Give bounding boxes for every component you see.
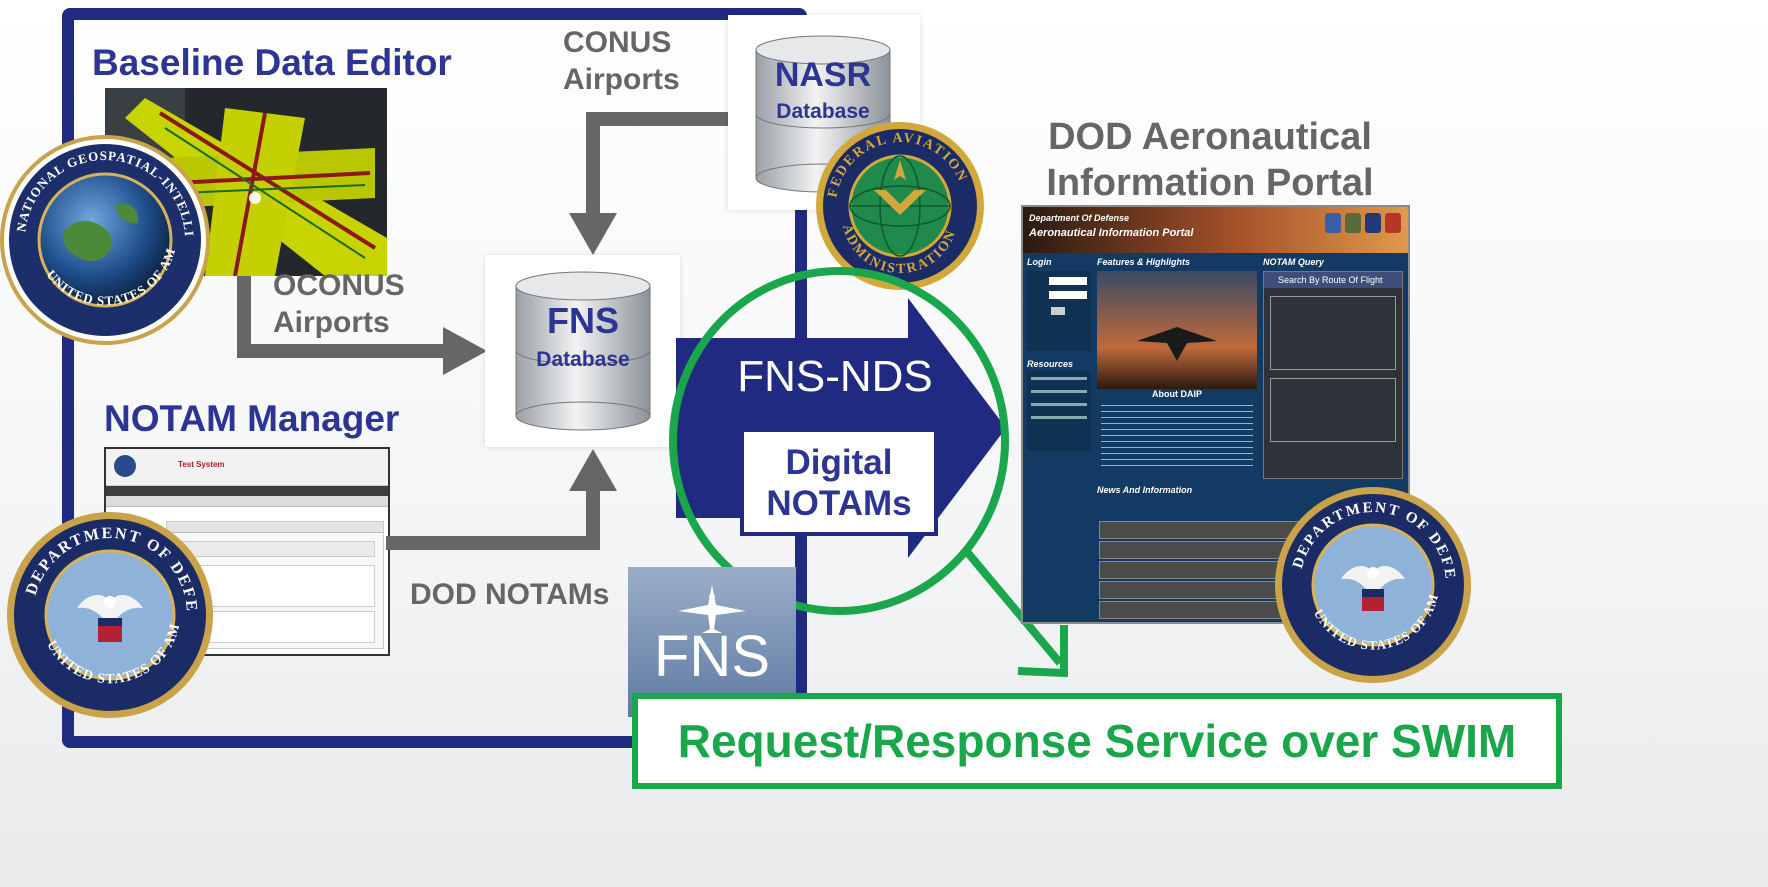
oconus-arrow-shaft-v [237, 276, 251, 358]
conus-label: CONUS Airports [563, 26, 680, 96]
portal-about: About DAIP [1152, 389, 1202, 399]
fns-label-1: FNS [547, 300, 619, 341]
highlight-circle [669, 267, 1009, 615]
conus-arrow-shaft-v [586, 112, 600, 218]
notam-app-title: Test System [178, 460, 225, 469]
oconus-label: OCONUS Airports [273, 269, 405, 339]
conus-arrow-shaft-h [586, 112, 756, 126]
conus-arrow-head [569, 213, 617, 255]
portal-header-line1: Department Of Defense [1029, 213, 1130, 223]
portal-col-login: Login [1027, 257, 1052, 267]
dod-notams-arrow-shaft-h [386, 536, 600, 550]
nasr-label-1: NASR [774, 56, 872, 94]
dod-notams-label: DOD NOTAMs [410, 578, 610, 611]
digital-notams-label: Digital NOTAMs [766, 443, 912, 524]
digital-notams-box: Digital NOTAMs [740, 428, 938, 536]
dod-notams-arrow-head [569, 449, 617, 491]
dod-notams-arrow-shaft-v [586, 486, 600, 550]
nga-seal: NATIONAL GEOSPATIAL-INTELLIGENCE UNITED … [0, 123, 210, 345]
swim-box: Request/Response Service over SWIM [632, 693, 1562, 789]
oconus-arrow-head [443, 327, 487, 375]
fns-logo: FNS [628, 567, 796, 717]
oconus-arrow-shaft-h [237, 344, 447, 358]
dod-portal-screenshot: Department Of Defense Aeronautical Infor… [1021, 205, 1410, 624]
fns-logo-text: FNS [654, 624, 770, 689]
fns-database: FNS Database [512, 270, 654, 432]
notam-manager-title: NOTAM Manager [104, 398, 400, 439]
faa-seal: FEDERAL AVIATION ADMINISTRATION [814, 120, 986, 292]
nasr-label-2: Database [776, 100, 870, 123]
portal-col-features: Features & Highlights [1097, 257, 1191, 267]
portal-header-line2: Aeronautical Information Portal [1029, 227, 1194, 239]
portal-search-label: Search By Route Of Flight [1264, 272, 1402, 288]
portal-news: News And Information [1097, 485, 1193, 495]
swim-arrow [964, 550, 1068, 678]
dod-portal-title: DOD Aeronautical Information Portal [1046, 116, 1374, 205]
fns-nds-label: FNS-NDS [737, 352, 933, 401]
dod-seal-left: DEPARTMENT OF DEFENSE UNITED STATES OF A… [0, 497, 215, 720]
portal-col-query: NOTAM Query [1263, 257, 1324, 267]
baseline-editor-title: Baseline Data Editor [92, 42, 452, 83]
swim-label: Request/Response Service over SWIM [677, 715, 1517, 767]
fns-label-2: Database [536, 348, 630, 371]
portal-col-resources: Resources [1027, 359, 1074, 369]
dod-seal-right: DEPARTMENT OF DEFENSE UNITED STATES OF A… [1267, 473, 1473, 685]
